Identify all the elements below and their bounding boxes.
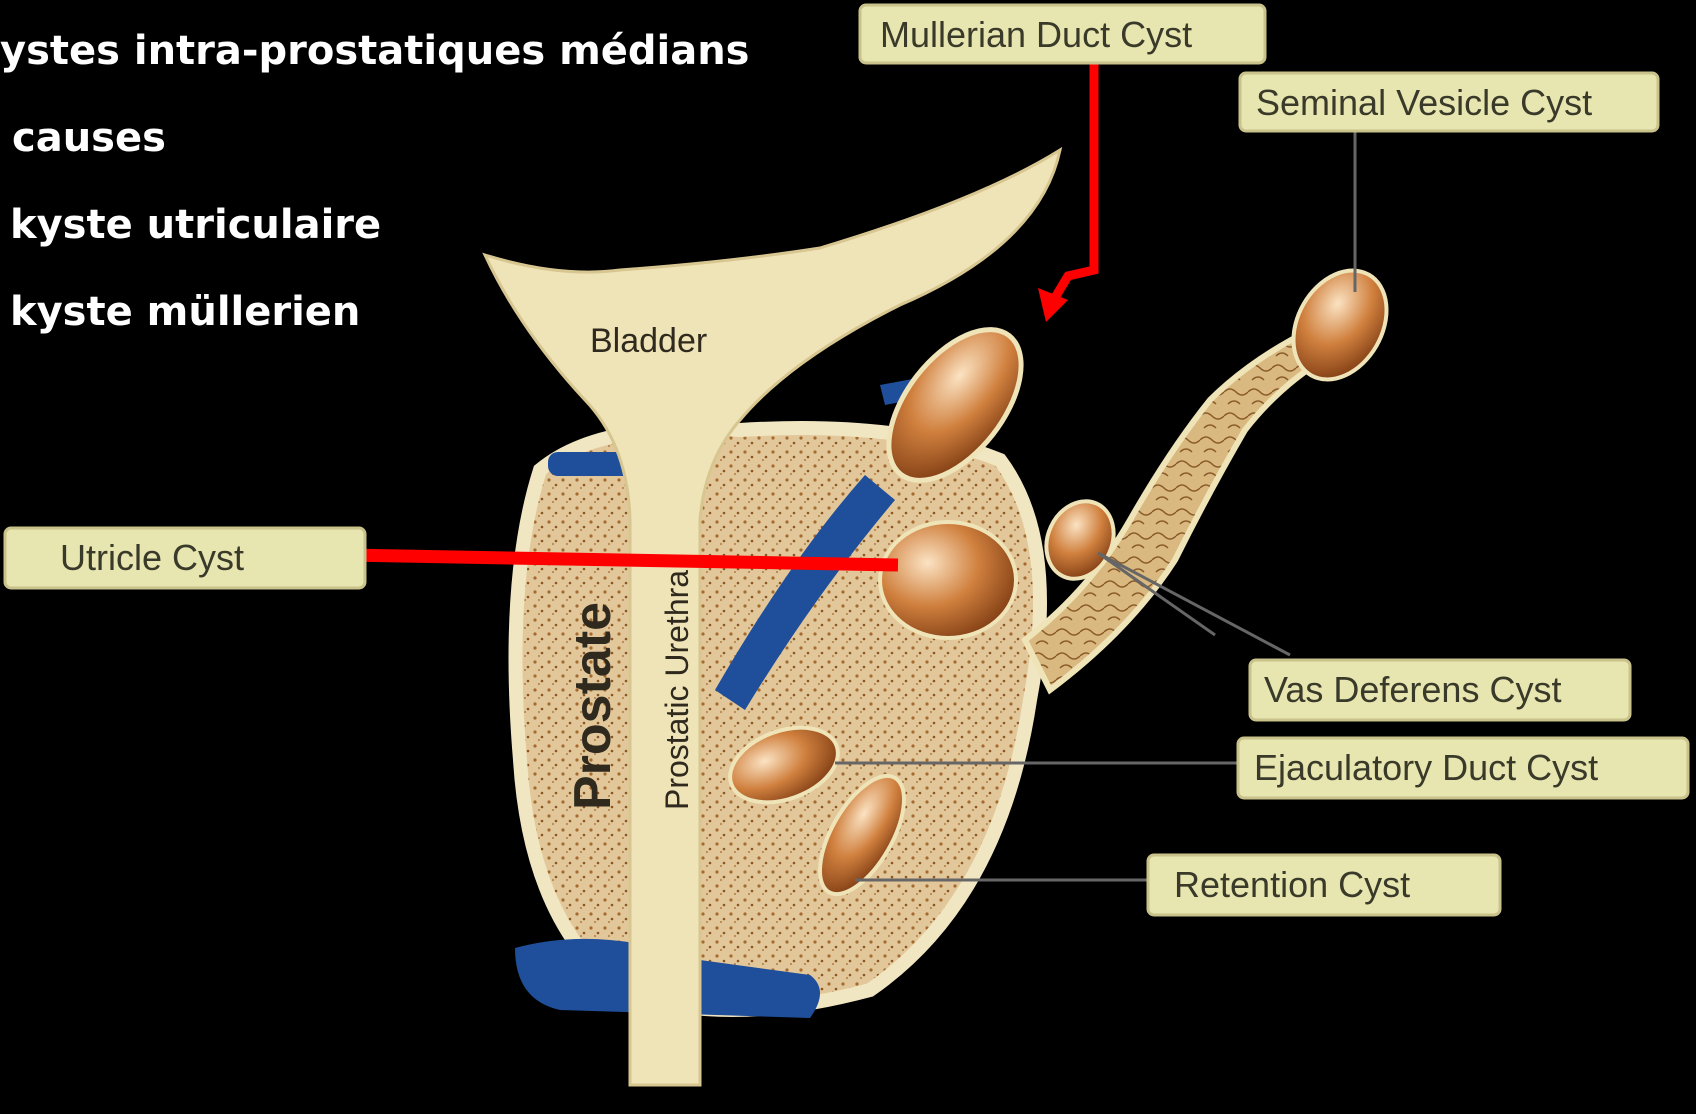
svg-text:Vas Deferens Cyst: Vas Deferens Cyst (1264, 669, 1561, 710)
svg-text:Seminal Vesicle Cyst: Seminal Vesicle Cyst (1256, 82, 1592, 123)
mullerian-pointer (1050, 62, 1094, 306)
svg-text:Ejaculatory Duct Cyst: Ejaculatory Duct Cyst (1254, 747, 1598, 788)
label-mullerian: Mullerian Duct Cyst (860, 5, 1265, 63)
svg-text:Retention Cyst: Retention Cyst (1174, 864, 1410, 905)
svg-text:Utricle Cyst: Utricle Cyst (60, 537, 244, 578)
urethra-label: Prostatic Urethra (659, 570, 695, 810)
label-retention: Retention Cyst (1148, 855, 1500, 915)
label-ejaculatory: Ejaculatory Duct Cyst (1238, 738, 1688, 798)
prostate-label: Prostate (564, 602, 622, 810)
label-utricle: Utricle Cyst (5, 528, 365, 588)
label-vas: Vas Deferens Cyst (1250, 660, 1630, 720)
utricle-cyst (880, 522, 1016, 638)
bladder-label: Bladder (590, 322, 707, 360)
svg-text:Mullerian Duct Cyst: Mullerian Duct Cyst (880, 14, 1192, 55)
label-seminal: Seminal Vesicle Cyst (1240, 73, 1658, 131)
